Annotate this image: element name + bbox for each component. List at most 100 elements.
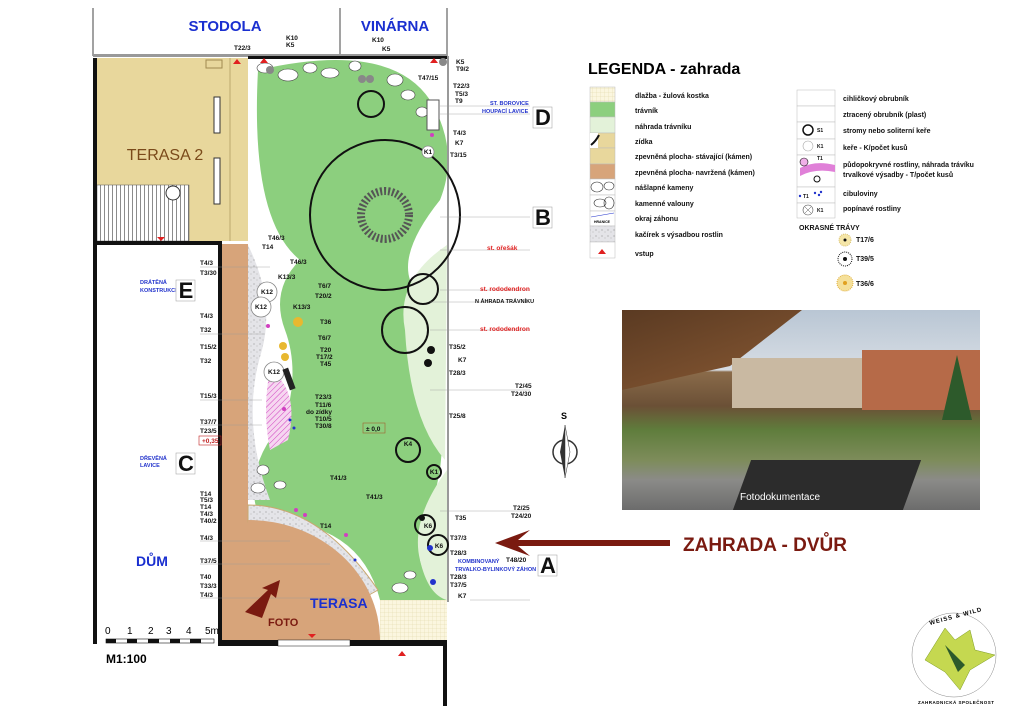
lawn-substitute <box>403 245 447 460</box>
legend-item: kačírek s výsadbou rostlin <box>635 232 723 239</box>
scale-tick: 2 <box>148 626 154 637</box>
plant-label: T32 <box>200 327 212 334</box>
plant-label: T23/3 <box>315 394 332 401</box>
legend-item: kamenné valouny <box>635 201 694 208</box>
shrub-code: K12 <box>268 369 280 376</box>
photo-direction-arrow-icon <box>245 580 280 618</box>
note-rhododendron: st. rododendron <box>480 286 530 293</box>
plant-label: T46/3 <box>290 259 307 266</box>
plant-label: K7 <box>458 357 467 364</box>
plant-label: T2/25 <box>513 505 530 512</box>
terrace <box>248 520 380 640</box>
plant-label: K5 <box>456 59 465 66</box>
plant-label: T6/7 <box>318 283 331 290</box>
scale-ratio: M1:100 <box>106 652 147 666</box>
plant-label: K10 <box>372 37 384 44</box>
site-photo: Fotodokumentace <box>622 310 980 510</box>
scale-tick: 1 <box>127 626 133 637</box>
plant-label: T46/3 <box>268 235 285 242</box>
note-wooden-bench: DŘEVĚNÁ <box>140 454 167 462</box>
plant-label: T6/7 <box>318 335 331 342</box>
plant-label: T9 <box>455 98 463 105</box>
headline: ZAHRADA - DVŮR <box>683 533 847 556</box>
legend-item: vstup <box>635 251 654 258</box>
entry-markers <box>157 58 438 656</box>
plant-label: T28/3 <box>450 574 467 581</box>
plant-label: T14 <box>262 244 274 251</box>
note-lawn-substitute: N ÁHRADA TRÁVNÍKU <box>475 297 534 305</box>
plant-label: T25/8 <box>449 413 466 420</box>
walnut-tree-circle <box>309 139 461 291</box>
compass-icon: S <box>552 411 578 479</box>
plant-label: T41/3 <box>366 494 383 501</box>
height-mark: ± 0,0 <box>366 426 381 433</box>
section-d: D <box>535 105 551 130</box>
plant-label: T37/5 <box>200 558 217 565</box>
legend-code: K1 <box>817 208 824 214</box>
scale-tick: 0 <box>105 626 111 637</box>
legend-code: T1 <box>817 156 823 162</box>
plant-label: T22/3 <box>453 83 470 90</box>
building-vinarna: VINÁRNA <box>361 18 430 35</box>
lawn <box>253 60 448 600</box>
note-wire-construction: DRÁTĚNÁ <box>140 278 167 286</box>
note-wooden-bench-2: LAVICE <box>140 463 160 469</box>
note-combined-bed-2: TRVALKO-BYLINKOVÝ ZÁHON <box>455 566 536 573</box>
legend-item: keře - K/počet kusů <box>843 144 908 152</box>
plant-label: T3/15 <box>450 152 467 159</box>
plant-label: T20/2 <box>315 293 332 300</box>
plant-label: T45 <box>320 361 332 368</box>
legend-item: cihličkový obrubník <box>843 96 909 103</box>
legend-item: náhrada trávníku <box>635 124 691 131</box>
plant-label: K13/3 <box>293 304 311 311</box>
legend-code: T1 <box>803 194 809 200</box>
shrub-code: K6 <box>435 543 444 550</box>
plant-label: T41/3 <box>330 475 347 482</box>
legend-item: cibuloviny <box>843 191 878 198</box>
legend-title: LEGENDA - zahrada <box>588 61 740 78</box>
plant-label: T30/8 <box>315 423 332 430</box>
legend-item: nášlapné kameny <box>635 185 693 192</box>
section-c: C <box>178 451 194 476</box>
shrub-code: K4 <box>404 441 413 448</box>
legend-code: K1 <box>817 144 824 150</box>
plant-label: T10/5 <box>315 416 332 423</box>
plant-label: T5/3 <box>455 91 468 98</box>
buildings-top: STODOLA VINÁRNA <box>92 8 448 57</box>
plant-label: T4/3 <box>200 592 213 599</box>
height-mark: +0,35 <box>202 438 219 445</box>
legend-item: zídka <box>635 139 653 146</box>
legend-item: stromy nebo soliterní keře <box>843 128 931 135</box>
legend-item: ztracený obrubník (plast) <box>843 112 926 119</box>
section-b: B <box>535 205 551 230</box>
plant-label: T15/3 <box>200 393 217 400</box>
plant-label: T4/3 <box>453 130 466 137</box>
plant-label: T24/20 <box>511 513 532 520</box>
plant-label: T4/3 <box>200 260 213 267</box>
shrub-code: K6 <box>424 523 433 530</box>
compass-label: S <box>561 411 567 421</box>
plant-label: T28/3 <box>450 550 467 557</box>
plant-label: K10 <box>286 35 298 42</box>
plant-label: T9/2 <box>456 66 469 73</box>
plant-label: T4/3 <box>200 511 213 518</box>
plant-label: K5 <box>286 42 295 49</box>
legend: LEGENDA - zahrada HRANICE dlažba - žulov… <box>588 61 974 292</box>
photo-label: FOTO <box>268 617 299 629</box>
shrub-code: K12 <box>255 304 267 311</box>
legend-hranice: HRANICE <box>594 220 611 224</box>
legend-code: S1 <box>817 128 823 134</box>
legend-grass: T39/5 <box>856 256 874 263</box>
plant-label: T15/2 <box>200 344 217 351</box>
terrace-2-label: TERASA 2 <box>127 147 204 164</box>
legend-item: trvalkové výsadby - T/počet kusů <box>843 171 953 179</box>
scale-tick: 3 <box>166 626 172 637</box>
legend-item: dlažba - žulová kostka <box>635 93 709 100</box>
plant-label: T4/3 <box>200 313 213 320</box>
note-combined-bed: KOMBINOVANÝ <box>458 558 500 565</box>
plant-label: T48/20 <box>506 557 527 564</box>
plant-label: do zídky <box>306 409 332 416</box>
plant-label: T28/3 <box>449 370 466 377</box>
plant-label: T4/3 <box>200 535 213 542</box>
plant-label: T3/30 <box>200 270 217 277</box>
